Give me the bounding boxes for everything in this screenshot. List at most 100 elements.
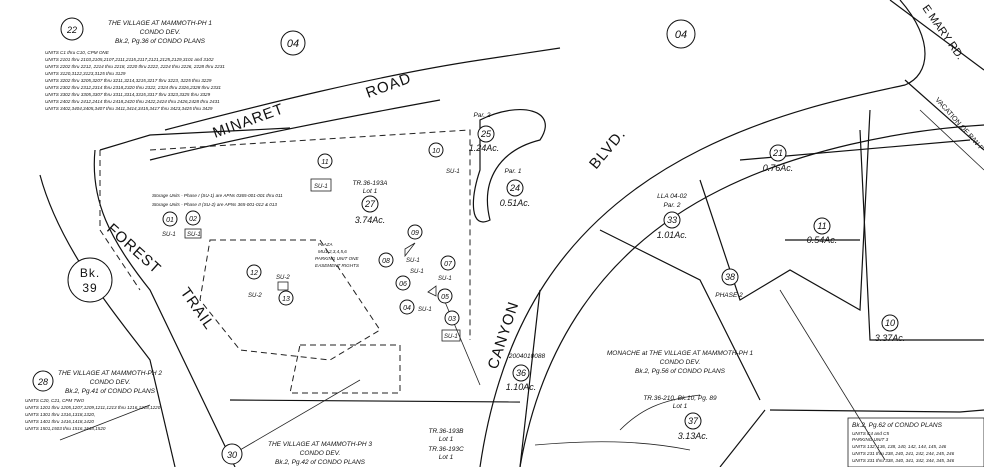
road-label-trail: TRAIL xyxy=(177,285,218,334)
parcel-number: 24 xyxy=(509,183,520,193)
parcel-number: 27 xyxy=(364,199,376,209)
book-label: Bk. xyxy=(80,266,100,280)
su-number: 03 xyxy=(448,316,456,323)
parcel-number: 36 xyxy=(516,368,526,378)
units-line: UNITS 3120,3122,3123,3125 thru 3129 xyxy=(45,71,126,76)
units-line: UNITS 1201 thru 1205,1207,1209,1211,1213… xyxy=(25,405,161,410)
par-label: Par. 2 xyxy=(473,112,490,119)
su-label: SU-1 xyxy=(162,232,176,238)
plan-title: THE VILLAGE AT MAMMOTH-PH 1 xyxy=(108,20,212,27)
lot-label: Lot 1 xyxy=(673,403,688,410)
plan-30-block: 30 THE VILLAGE AT MAMMOTH-PH 3 CONDO DEV… xyxy=(221,441,372,466)
su-number: 10 xyxy=(432,148,440,155)
road-label-mary: E MARY RD. xyxy=(920,3,966,62)
road-label-road: ROAD xyxy=(364,70,414,102)
acreage: 0.54Ac. xyxy=(807,235,838,245)
units-line: UNITS C20, C21, CPM TWO xyxy=(25,398,85,403)
road-label-blvd: BLVD. xyxy=(586,125,629,172)
parcel-38[interactable]: 38 PHASE 2 xyxy=(715,268,743,299)
parcel-number: 30 xyxy=(227,450,237,460)
su-number: 02 xyxy=(189,216,197,223)
su-label: SU-1 xyxy=(444,334,458,340)
storage-note: Storage Units - Phase I (SU-1) are APNs … xyxy=(152,193,283,207)
plan-sub: CONDO DEV. xyxy=(660,359,701,366)
parcel-21[interactable]: 21 0.76Ac. xyxy=(763,144,794,173)
acreage: 1.01Ac. xyxy=(657,230,688,240)
acreage: 3.37Ac. xyxy=(875,333,906,343)
parcel-number: 04 xyxy=(287,38,299,50)
tract-label: TR.36-210, Bk.10, Pg. 89 xyxy=(643,395,717,402)
su-parcel-08[interactable]: 08 SU-1 xyxy=(378,252,420,268)
plan-title: THE VILLAGE AT MAMMOTH-PH 3 xyxy=(268,441,372,448)
parcel-11-right[interactable]: 11 0.54Ac. xyxy=(807,217,838,245)
plaza-line: EASEMENT RIGHTS xyxy=(315,263,360,268)
su-label: SU-1 xyxy=(438,276,452,282)
parcel-number: 38 xyxy=(725,272,735,282)
par-label: Par. 2 xyxy=(663,202,680,209)
acreage: 0.76Ac. xyxy=(763,163,794,173)
su-label: SU-1 xyxy=(314,184,328,190)
parcel-number: 28 xyxy=(37,377,48,387)
parcel-number: 21 xyxy=(772,148,783,158)
su-number: 05 xyxy=(441,294,449,301)
units-line: UNITS 2202 thru 2212, 2214 thru 2218, 22… xyxy=(45,64,225,69)
acreage: 1.24Ac. xyxy=(469,143,500,153)
parcel-number: 33 xyxy=(667,215,677,225)
su-label: SU-2 xyxy=(276,275,290,281)
parcel-10-right[interactable]: 10 3.37Ac. xyxy=(875,314,906,343)
parcel-04-left[interactable]: 04 xyxy=(280,30,306,56)
plaza-line: PLAZA xyxy=(318,242,333,247)
parcel-number: 25 xyxy=(480,129,492,139)
parcel-33[interactable]: LLA 04-02 Par. 2 33 1.01Ac. xyxy=(657,193,688,240)
units-line: UNITS 1401 thru 1416,1418,1420 xyxy=(25,419,94,424)
units-line: UNITS 1501,1503 thru 1516,1518,1520 xyxy=(25,426,106,431)
tract-label: TR.36-193A xyxy=(352,180,387,187)
parcel-number: 04 xyxy=(675,29,687,41)
parcel-04-right[interactable]: 04 xyxy=(666,19,696,49)
lot-label: Lot 1 xyxy=(363,188,378,195)
su-number: 08 xyxy=(382,258,390,265)
plan-sub: CONDO DEV. xyxy=(140,29,181,36)
acreage: 3.13Ac. xyxy=(678,431,709,441)
units-line: UNITS 2302 thru 2312,2314 thru 2318,2320… xyxy=(45,85,221,90)
lla-label: LLA 04-02 xyxy=(657,193,687,200)
parcel-24[interactable]: Par. 1 24 0.51Ac. xyxy=(500,168,531,208)
su-label: SU-1 xyxy=(410,269,424,275)
boundary-lines xyxy=(39,0,984,467)
tract-label: TR.36-193C xyxy=(428,446,464,453)
parcel-25[interactable]: Par. 2 25 1.24Ac. xyxy=(469,112,500,153)
parcel-36[interactable]: 2004010088 36 1.10Ac. xyxy=(506,353,546,392)
book-marker: Bk. 39 xyxy=(67,257,113,303)
su-label: SU-1 xyxy=(406,258,420,264)
su-number: 11 xyxy=(321,159,328,166)
plaza-note: PLAZA MU1,2,3,4,5,6 PARKING UNIT ONE EAS… xyxy=(315,242,360,268)
phase-label: PHASE 2 xyxy=(715,292,743,299)
plan-ref: Bk.2, Pg.56 of CONDO PLANS xyxy=(635,368,726,375)
units-line: UNITS 2402 thru 2412,2414 thru 2418,2420… xyxy=(45,99,220,104)
plaza-line: PARKING UNIT ONE xyxy=(315,256,359,261)
parcel-number: 22 xyxy=(66,25,77,35)
parcel-37[interactable]: TR.36-210, Bk.10, Pg. 89 Lot 1 37 3.13Ac… xyxy=(643,395,717,441)
plan-ref: Bk.2, Pg.42 of CONDO PLANS xyxy=(275,459,366,466)
su-label: SU-1 xyxy=(418,307,432,313)
plan-22-block: 22 THE VILLAGE AT MAMMOTH-PH 1 CONDO DEV… xyxy=(45,17,225,111)
parcel-number: 37 xyxy=(688,416,699,426)
units-line: UNITS 3202 thru 3205,3207 thru 3211,3214… xyxy=(45,78,212,83)
plaza-line: MU1,2,3,4,5,6 xyxy=(318,249,347,254)
su-parcel-09[interactable]: 09 xyxy=(404,224,423,258)
book-page: 39 xyxy=(82,281,97,295)
road-labels: MINARET ROAD CANYON BLVD. FOREST TRAIL E… xyxy=(103,3,984,371)
su-parcel-05[interactable]: 05 xyxy=(427,285,453,304)
parcel-27[interactable]: TR.36-193A Lot 1 27 3.74Ac. xyxy=(352,180,387,225)
